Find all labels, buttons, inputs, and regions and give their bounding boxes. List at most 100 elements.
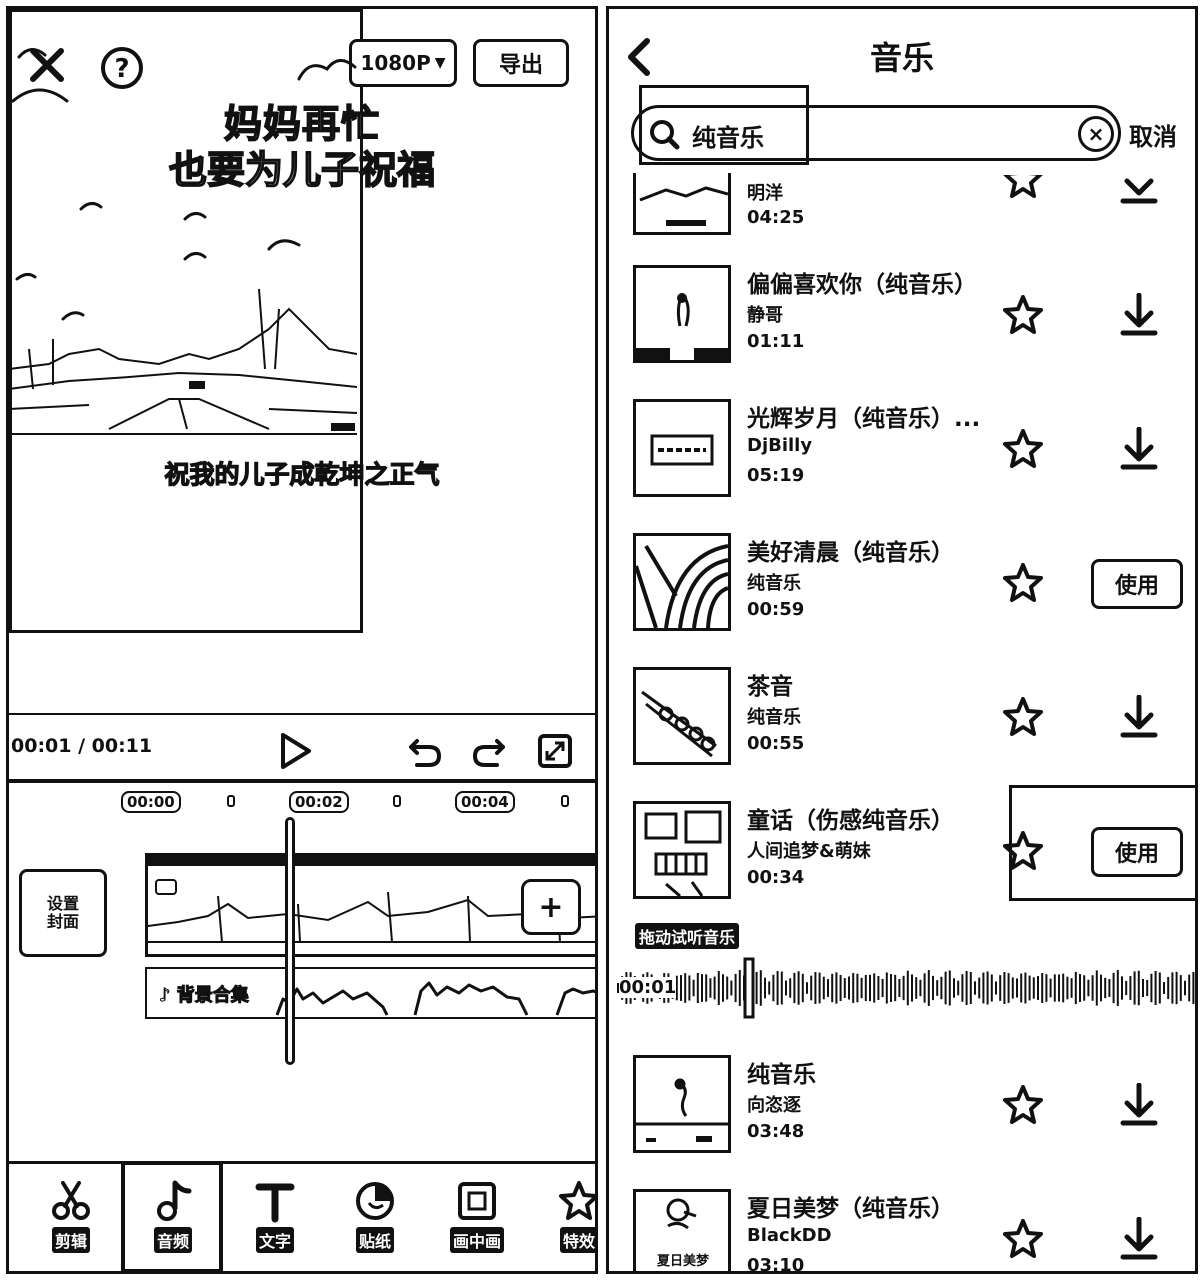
nav-item-text[interactable]: 文字 [235,1179,315,1265]
star-icon[interactable] [1003,429,1043,469]
sticker-icon [356,1182,394,1220]
scissors-icon [52,1181,90,1220]
song-item[interactable]: 美好清晨（纯音乐） 纯音乐 00:59 使用 [633,533,1193,637]
timeline-tick-1: 00:02 [289,791,349,813]
preview-subtitle: 祝我的儿子成乾坤之正气 [164,459,440,489]
waveform-time-readout: 00:01 [619,977,677,998]
export-button[interactable]: 导出 [473,39,569,87]
song-title: 夏日美梦（纯音乐） [747,1196,954,1222]
song-artist: BlackDD [747,1225,832,1246]
undo-icon[interactable] [407,733,443,769]
timeline-tick-dot [561,795,569,807]
search-input[interactable]: 纯音乐 × [631,105,1121,161]
playback-time-readout: 00:01 / 00:11 [11,735,153,757]
song-thumbnail [633,667,731,765]
nav-label-cut: 剪辑 [51,1227,90,1253]
song-item[interactable]: 纯音乐 向恣逐 03:48 [633,1055,1193,1159]
song-item[interactable]: 夏日美梦 夏日美梦（纯音乐） BlackDD 03:10 [633,1189,1193,1271]
nav-label-audio: 音频 [153,1227,192,1253]
set-cover-button[interactable]: 设置 封面 [19,869,107,957]
chevron-down-icon: ▼ [434,55,446,71]
song-artist: 纯音乐 [747,573,801,594]
star-icon[interactable] [1003,697,1043,737]
preview-waveform-scrubber[interactable] [609,953,1195,1023]
star-icon[interactable] [1003,1219,1043,1259]
song-item[interactable]: 光辉岁月（纯音乐）... DjBilly 05:19 [633,399,1193,503]
song-artist: 向恣逐 [747,1095,801,1116]
play-icon[interactable] [277,731,313,771]
song-thumbnail [633,265,731,363]
song-artist: DjBilly [747,435,813,456]
nav-item-audio[interactable]: 音频 [133,1179,213,1265]
song-duration: 05:19 [747,465,805,486]
video-preview[interactable]: 妈妈再忙 也要为儿子祝福 祝我的儿子成乾坤之正气 [9,9,440,633]
nav-item-cut[interactable]: 剪辑 [31,1179,111,1265]
redo-icon[interactable] [471,733,507,769]
resolution-dropdown[interactable]: 1080P ▼ [349,39,457,87]
music-note-icon: ♪ [159,985,171,1007]
download-icon[interactable] [1119,293,1159,337]
song-duration: 03:48 [747,1121,805,1142]
song-artist: 明洋 [747,183,783,204]
download-icon[interactable] [1119,1217,1159,1261]
download-icon[interactable] [1119,427,1159,471]
use-song-button[interactable]: 使用 [1091,559,1183,609]
preview-title-line-2: 也要为儿子祝福 [168,147,436,193]
cancel-button[interactable]: 取消 [1129,123,1177,151]
song-artist: 人间追梦&萌妹 [747,841,871,862]
clear-search-button[interactable]: × [1078,116,1114,152]
song-item[interactable]: 偏偏喜欢你（纯音乐） 静哥 01:11 [633,265,1193,369]
song-item[interactable]: 茶音 纯音乐 00:55 [633,667,1193,771]
song-thumbnail [633,399,731,497]
waveform-bars [617,957,1195,1019]
nav-item-sticker[interactable]: 贴纸 [335,1179,415,1265]
song-title: 美好清晨（纯音乐） [747,540,954,566]
svg-text:?: ? [114,54,129,84]
song-thumbnail [633,533,731,631]
help-icon[interactable]: ? [99,45,145,91]
video-editor-panel: ? 1080P ▼ 导出 [6,6,598,1274]
search-query-text: 纯音乐 [692,124,764,152]
song-item[interactable]: 明洋 04:25 [633,173,1193,235]
use-song-button[interactable]: 使用 [1091,827,1183,877]
song-artist: 静哥 [747,305,783,326]
star-icon[interactable] [1003,175,1043,199]
picture-in-picture-icon [458,1182,496,1220]
preview-title-line-1: 妈妈再忙 [223,101,380,147]
playhead[interactable] [285,817,295,1065]
text-icon [255,1183,295,1223]
search-icon [648,118,680,150]
use-button-focus-highlight [1009,785,1195,901]
audio-track[interactable]: ♪ 背景合集 [145,967,595,1019]
song-title: 光辉岁月（纯音乐）... [747,406,981,432]
nav-item-effects[interactable]: 特效 [539,1179,595,1265]
nav-label-effects: 特效 [559,1227,595,1253]
song-item[interactable]: 童话（伤感纯音乐） 人间追梦&萌妹 00:34 使用 [633,801,1193,905]
download-icon[interactable] [1119,175,1159,205]
back-icon[interactable] [623,37,655,77]
song-duration: 00:55 [747,733,805,754]
video-track[interactable] [145,853,595,957]
download-icon[interactable] [1119,1083,1159,1127]
timeline-tick-dot [227,795,235,807]
divider [9,1161,595,1164]
add-clip-button[interactable]: + [521,879,581,935]
song-artist: 纯音乐 [747,707,801,728]
close-icon[interactable] [27,45,67,85]
selected-nav-highlight [121,1161,223,1271]
drag-preview-hint: 拖动试听音乐 [635,923,740,949]
fullscreen-icon[interactable] [537,733,573,769]
nav-label-sticker: 贴纸 [355,1227,394,1253]
timeline-tick-0: 00:00 [121,791,181,813]
plus-icon: + [538,889,564,925]
song-title: 童话（伤感纯音乐） [747,808,954,834]
star-icon[interactable] [1003,295,1043,335]
song-title: 纯音乐 [747,1062,816,1088]
resolution-label: 1080P [360,51,431,75]
download-icon[interactable] [1119,695,1159,739]
star-icon[interactable] [1003,1085,1043,1125]
search-focus-highlight [639,85,809,165]
star-icon[interactable] [1003,563,1043,603]
nav-item-picture-in-picture[interactable]: 画中画 [437,1179,517,1265]
music-note-icon [157,1180,192,1221]
